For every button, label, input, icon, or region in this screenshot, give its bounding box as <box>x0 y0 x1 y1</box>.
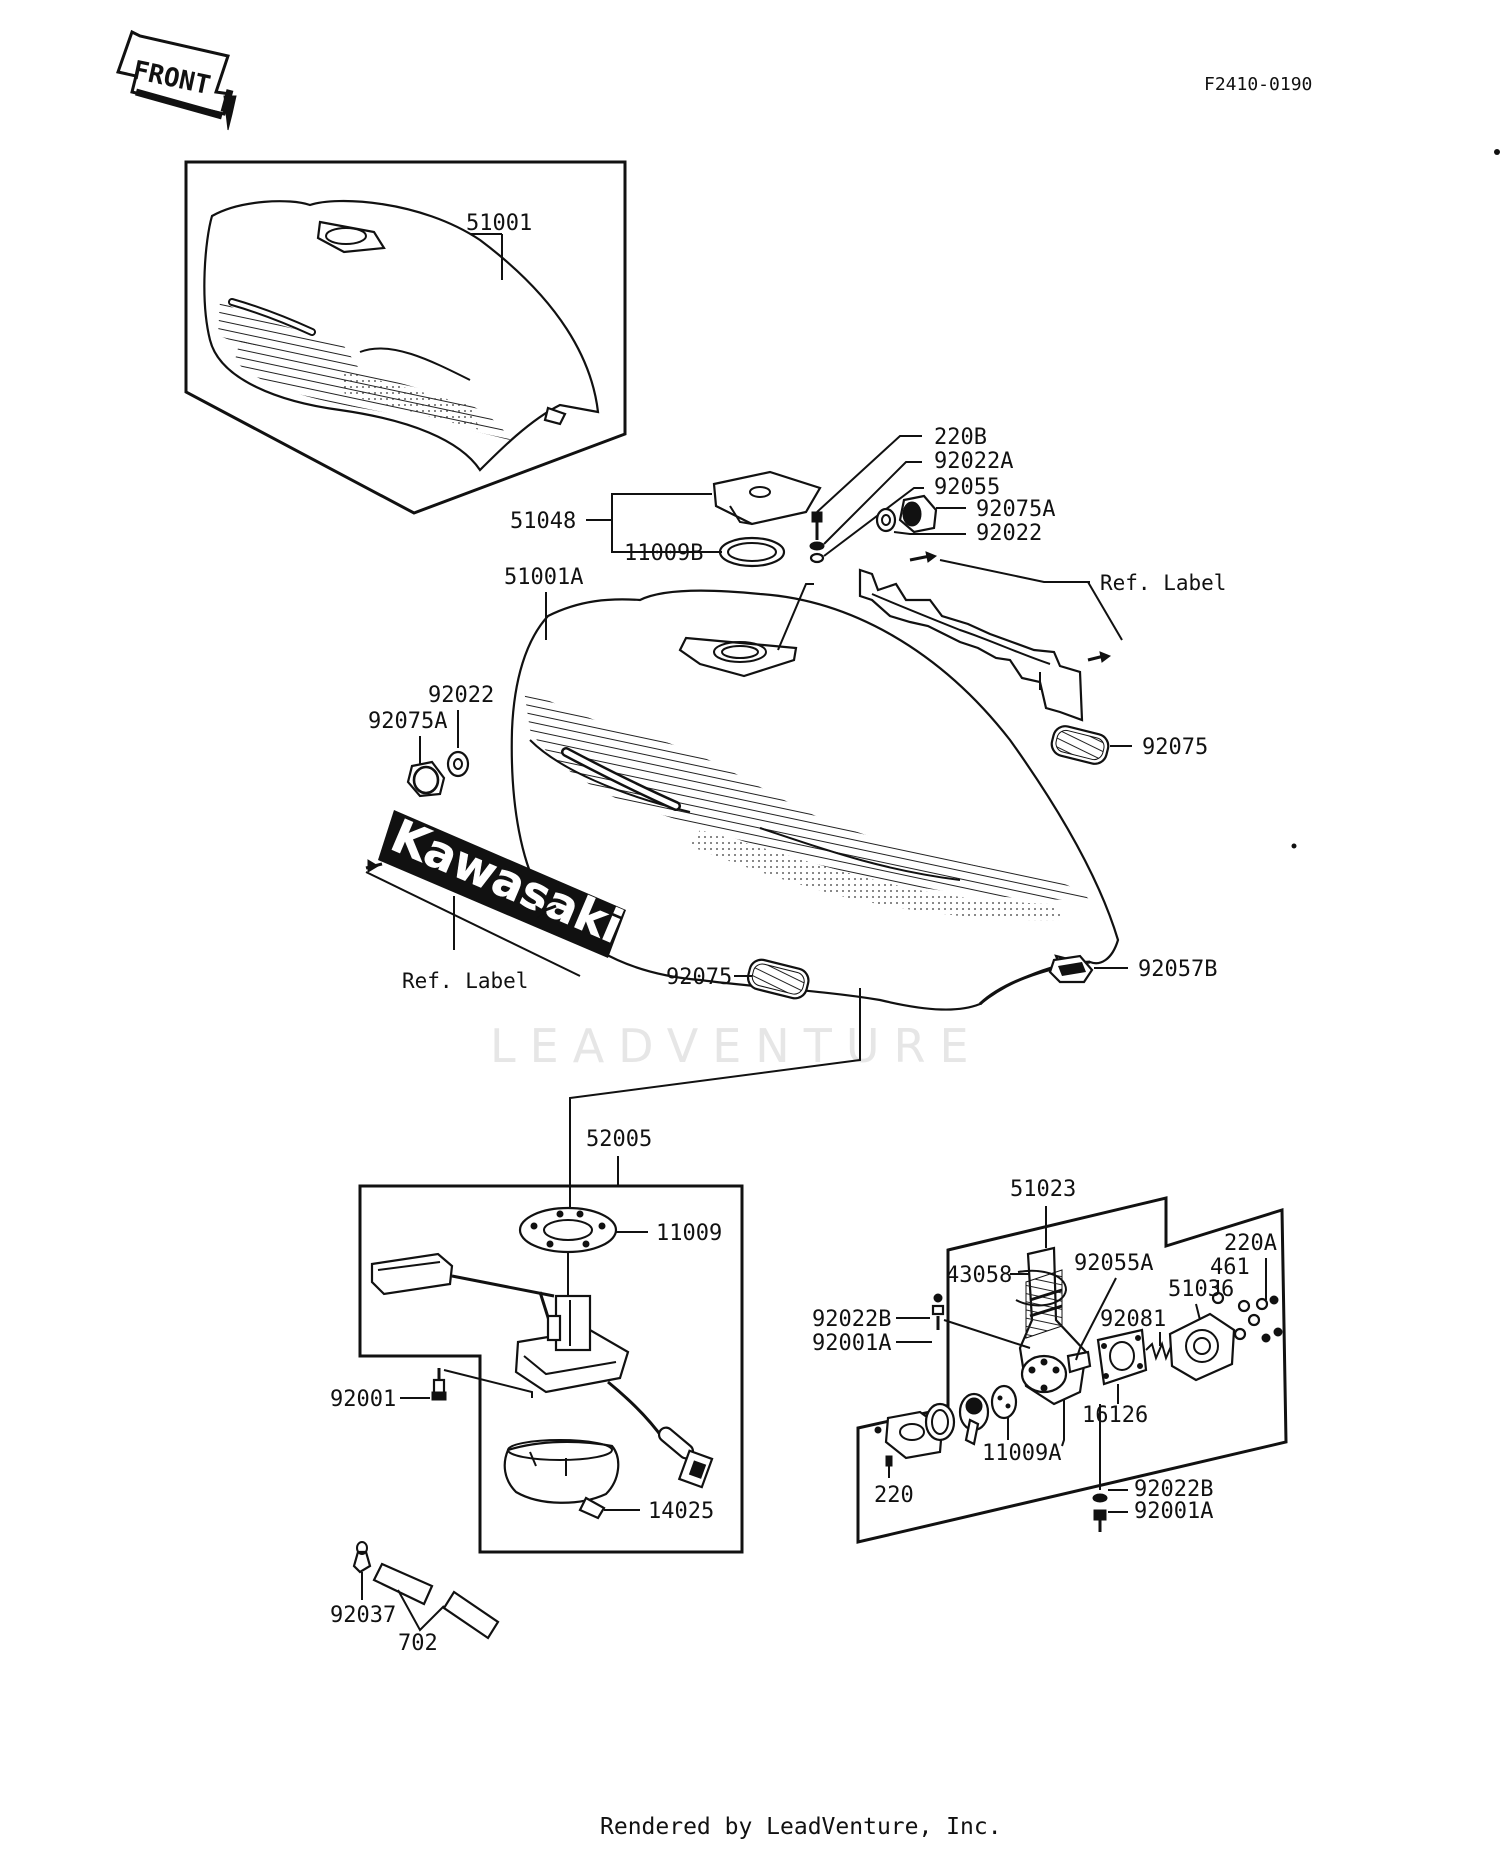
leader-line <box>611 520 722 553</box>
leader-line <box>443 1369 533 1398</box>
label-51001: 51001 <box>466 211 532 236</box>
leader-line <box>1075 1277 1117 1361</box>
label-43058: 43058 <box>946 1263 1012 1288</box>
label-220B: 220B <box>934 425 987 450</box>
leader-line <box>823 461 922 545</box>
diagram-code: F2410-0190 <box>1204 74 1312 95</box>
leader-line <box>823 487 924 557</box>
label-92022B-left: 92022B <box>812 1307 891 1332</box>
label-ref-label-top: Ref. Label <box>1100 571 1226 595</box>
leader-line <box>397 1589 445 1632</box>
grommet-92057B <box>1048 954 1094 984</box>
label-92055A: 92055A <box>1074 1251 1153 1276</box>
hose-702 <box>352 1541 500 1640</box>
label-14025: 14025 <box>648 1499 714 1524</box>
label-92081: 92081 <box>1100 1307 1166 1332</box>
cushion-92075A-right <box>875 494 938 534</box>
leader-line <box>1195 1303 1201 1321</box>
inset-fuel-tap-51023 <box>856 1196 1288 1544</box>
label-ref-label-left: Ref. Label <box>402 969 528 993</box>
label-92075-right: 92075 <box>1142 735 1208 760</box>
screw-92001 <box>431 1368 447 1401</box>
leader-line <box>939 559 1090 583</box>
label-11009B: 11009B <box>624 541 703 566</box>
label-11009: 11009 <box>656 1221 722 1246</box>
bolt-220B <box>809 511 825 564</box>
leader-line <box>943 1319 1031 1349</box>
damper-92075-bottom <box>746 958 810 1000</box>
label-92075-bottom: 92075 <box>666 965 732 990</box>
leader-line <box>569 988 861 1214</box>
label-92022-left: 92022 <box>428 683 494 708</box>
leader-line <box>1061 1400 1065 1447</box>
margin-mark <box>1291 843 1297 849</box>
label-461: 461 <box>1210 1255 1250 1280</box>
watermark: LEADVENTURE <box>490 1019 983 1073</box>
label-92001A-left: 92001A <box>812 1331 891 1356</box>
damper-92075-right <box>1050 725 1110 765</box>
label-92075A-top: 92075A <box>976 497 1055 522</box>
label-52005: 52005 <box>586 1127 652 1152</box>
fuel-tank-51001A <box>510 589 1120 1011</box>
label-220A: 220A <box>1224 1231 1277 1256</box>
label-92055: 92055 <box>934 475 1000 500</box>
leader-line <box>816 435 922 513</box>
margin-mark <box>1494 149 1500 155</box>
leader-line <box>1087 581 1123 641</box>
label-16126: 16126 <box>1082 1403 1148 1428</box>
label-92037: 92037 <box>330 1603 396 1628</box>
label-92075A-left: 92075A <box>368 709 447 734</box>
front-arrow-icon: FRONT <box>116 29 237 131</box>
label-92001: 92001 <box>330 1387 396 1412</box>
leader-line <box>893 531 966 535</box>
fuel-cap-51048 <box>712 470 822 568</box>
label-92022A: 92022A <box>934 449 1013 474</box>
label-92001A-bottom: 92001A <box>1134 1499 1213 1524</box>
inset-tank-51001 <box>184 160 627 515</box>
label-92022-top: 92022 <box>976 521 1042 546</box>
label-11009A: 11009A <box>982 1441 1061 1466</box>
label-51023: 51023 <box>1010 1177 1076 1202</box>
label-51001A: 51001A <box>504 565 583 590</box>
ref-label-plate-top <box>858 551 1112 722</box>
label-51036: 51036 <box>1168 1277 1234 1302</box>
label-220: 220 <box>874 1483 914 1508</box>
cushion-92075A-left <box>406 750 470 798</box>
label-51048: 51048 <box>510 509 576 534</box>
leader-line <box>777 583 814 651</box>
leader-line <box>586 493 712 521</box>
credit-text: Rendered by LeadVenture, Inc. <box>600 1814 1002 1840</box>
inset-fuel-unit-52005 <box>358 1184 744 1554</box>
label-92022B-bottom: 92022B <box>1134 1477 1213 1502</box>
label-92057B: 92057B <box>1138 957 1217 982</box>
label-702: 702 <box>398 1631 438 1656</box>
